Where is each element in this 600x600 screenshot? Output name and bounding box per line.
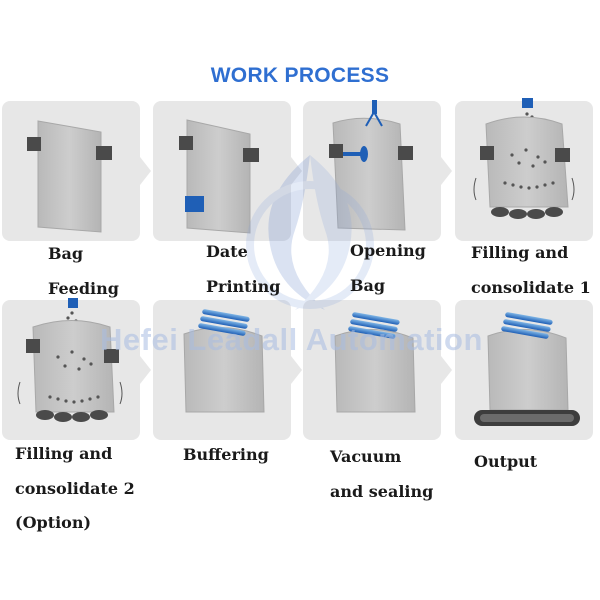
page-title: WORK PROCESS — [210, 64, 390, 87]
sealing-rollers-icon — [348, 312, 400, 339]
watermark-logo-icon — [246, 155, 374, 310]
clamp-icon — [398, 146, 413, 160]
conveyor-belt-icon — [474, 410, 580, 426]
sealing-rollers-icon — [501, 312, 553, 339]
clamp-icon — [104, 349, 119, 363]
clamp-icon — [96, 146, 112, 160]
sealing-rollers-icon — [198, 309, 250, 336]
bag-illustration — [474, 312, 580, 426]
suction-cup-icon — [360, 146, 368, 162]
filling-nozzle-icon — [68, 298, 78, 308]
printer-icon — [185, 196, 204, 212]
flow-arrow — [441, 356, 452, 384]
clamp-icon — [26, 339, 40, 353]
flow-arrow — [291, 157, 302, 185]
clamp-icon — [480, 146, 494, 160]
flow-arrow — [441, 157, 452, 185]
bag-illustration — [27, 120, 112, 233]
bag-illustration — [329, 100, 413, 231]
bag-illustration — [473, 98, 575, 219]
flow-arrow — [140, 356, 151, 384]
bag-illustration — [179, 119, 259, 234]
bag-illustration — [17, 298, 123, 422]
flow-arrow — [291, 356, 302, 384]
vibration-plate-icon — [491, 207, 563, 219]
filling-nozzle-icon — [522, 98, 533, 108]
bag-illustration — [334, 312, 416, 413]
clamp-icon — [243, 148, 259, 162]
clamp-icon — [555, 148, 570, 162]
suction-rod-icon — [372, 100, 377, 114]
flow-arrow — [140, 157, 151, 185]
clamp-icon — [179, 136, 193, 150]
bag-illustration — [183, 309, 265, 413]
clamp-icon — [329, 144, 343, 158]
clamp-icon — [27, 137, 41, 151]
vibration-plate-icon — [36, 410, 108, 422]
watermark-text: Hefei Leadall Automation — [100, 322, 483, 357]
